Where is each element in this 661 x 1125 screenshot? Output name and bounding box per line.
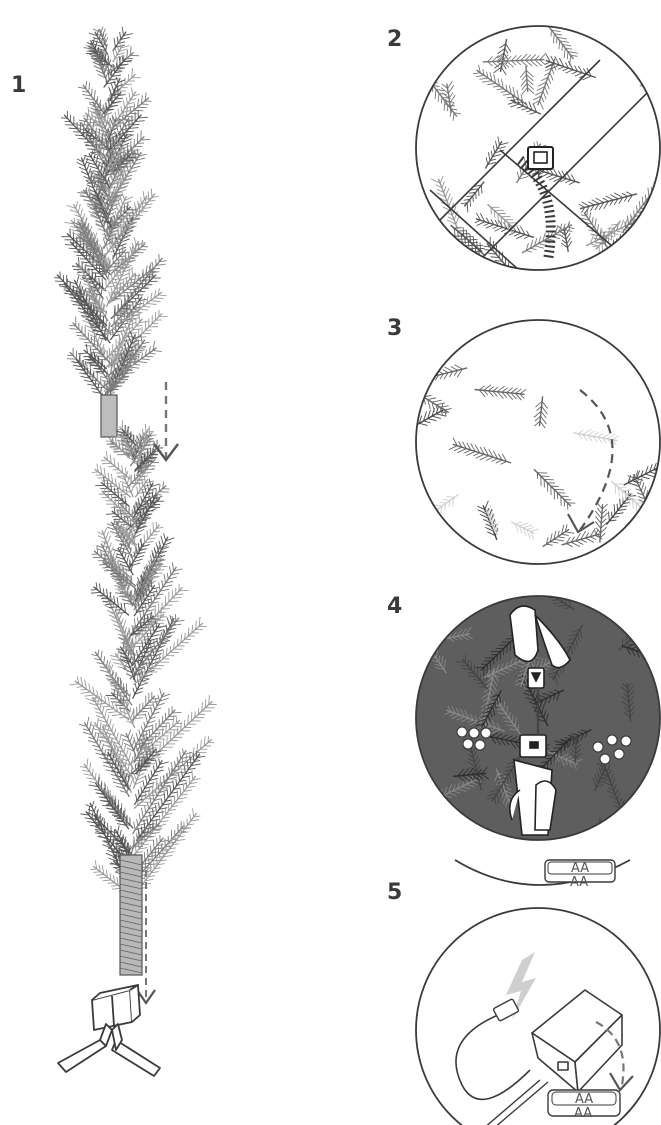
- battery-peek-circle: AA AA: [455, 860, 630, 890]
- aa-batteries: AA AA: [548, 1090, 620, 1121]
- tree-top-section: [54, 27, 167, 437]
- battery-label-mid: AA: [570, 875, 588, 890]
- step-3-detail: [394, 297, 661, 575]
- tree-stand: [58, 985, 160, 1076]
- step-2-detail: [385, 6, 661, 295]
- top-section-pole: [101, 395, 117, 437]
- battery-label-bottom: AA: [575, 1092, 593, 1107]
- battery-label-top: AA: [571, 861, 589, 876]
- battery-label-bottom2: AA: [574, 1106, 592, 1121]
- step-5-detail: AA AA: [410, 905, 661, 1125]
- tree-bottom-section: [69, 420, 216, 1003]
